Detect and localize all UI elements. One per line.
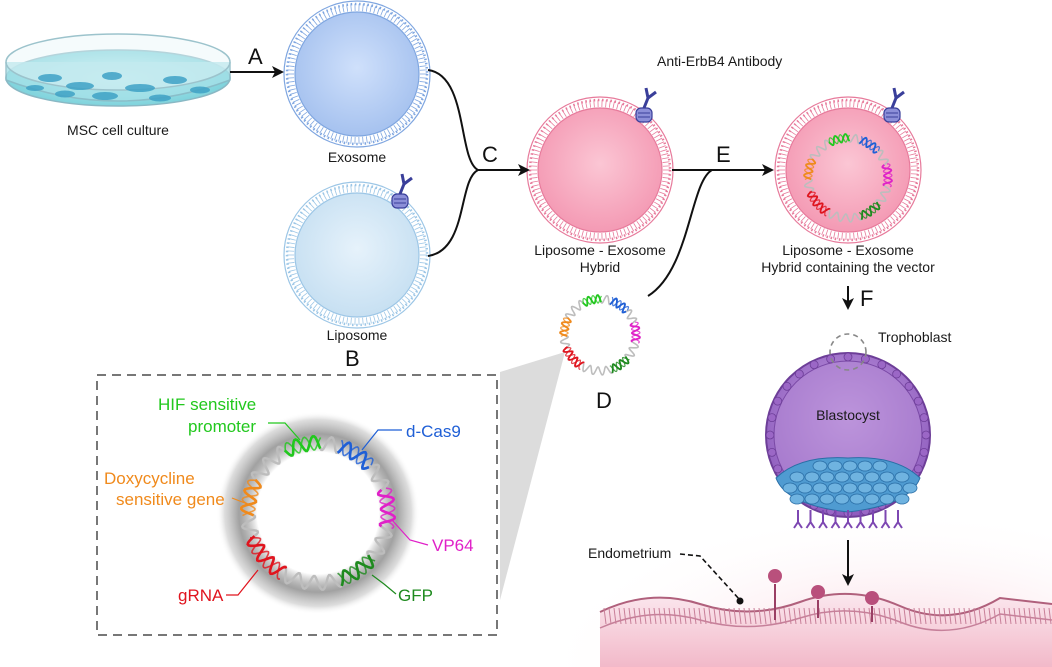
gene-label-4: gRNA [178, 569, 259, 605]
step-f-label: F [860, 286, 873, 311]
step-d-label: D [596, 388, 612, 413]
step-a-label: A [248, 44, 263, 69]
gene-name-line2: sensitive gene [116, 490, 225, 509]
trophoblast-label: Trophoblast [878, 329, 952, 345]
gene-name: gRNA [178, 586, 224, 605]
zoom-cone [500, 352, 565, 600]
liposome-label: Liposome [327, 327, 388, 343]
blastocyst-icon [764, 351, 932, 529]
gene-name: VP64 [432, 536, 474, 555]
gene-label-5: GFP [371, 574, 433, 605]
large-plasmid-vector [216, 411, 420, 615]
gene-label-1: d-Cas9 [361, 422, 461, 451]
trophoblast-highlight [829, 333, 867, 371]
flow-arrows [230, 66, 854, 586]
liposome-vesicle [283, 173, 431, 329]
gene-name: GFP [398, 586, 433, 605]
antibody-label: Anti-ErbB4 Antibody [657, 53, 782, 69]
exosome-vesicle [283, 0, 431, 148]
gene-label-2: Doxycycline sensitive gene [104, 469, 251, 509]
step-c-label: C [482, 142, 498, 167]
blastocyst-label: Blastocyst [816, 407, 880, 423]
petri-dish-icon [5, 33, 231, 107]
gene-name: Doxycycline [104, 469, 195, 488]
gene-name: d-Cas9 [406, 422, 461, 441]
gene-name: HIF sensitive [158, 395, 256, 414]
hybrid-vesicle [526, 87, 674, 244]
hybrid-label-line2: Hybrid [580, 259, 620, 275]
small-plasmid-vector [559, 294, 641, 376]
endometrium-tissue [599, 569, 1052, 667]
endometrium-pointer [679, 553, 741, 601]
step-b-label: B [345, 346, 360, 371]
step-e-label: E [716, 142, 731, 167]
hybrid-vector-vesicle [774, 87, 922, 244]
gene-name-line2: promoter [188, 417, 256, 436]
gene-label-0: HIF sensitive promoter [158, 395, 301, 441]
gene-label-3: VP64 [391, 519, 474, 555]
msc-culture-label: MSC cell culture [67, 122, 169, 138]
hybrid-label-line1: Liposome - Exosome [534, 242, 666, 258]
hybrid-vector-label-line1: Liposome - Exosome [782, 242, 914, 258]
exosome-label: Exosome [328, 149, 387, 165]
hybrid-vector-label-line2: Hybrid containing the vector [761, 259, 935, 275]
endometrium-label: Endometrium [588, 545, 671, 561]
endometrium-pointer-dot [736, 597, 744, 605]
